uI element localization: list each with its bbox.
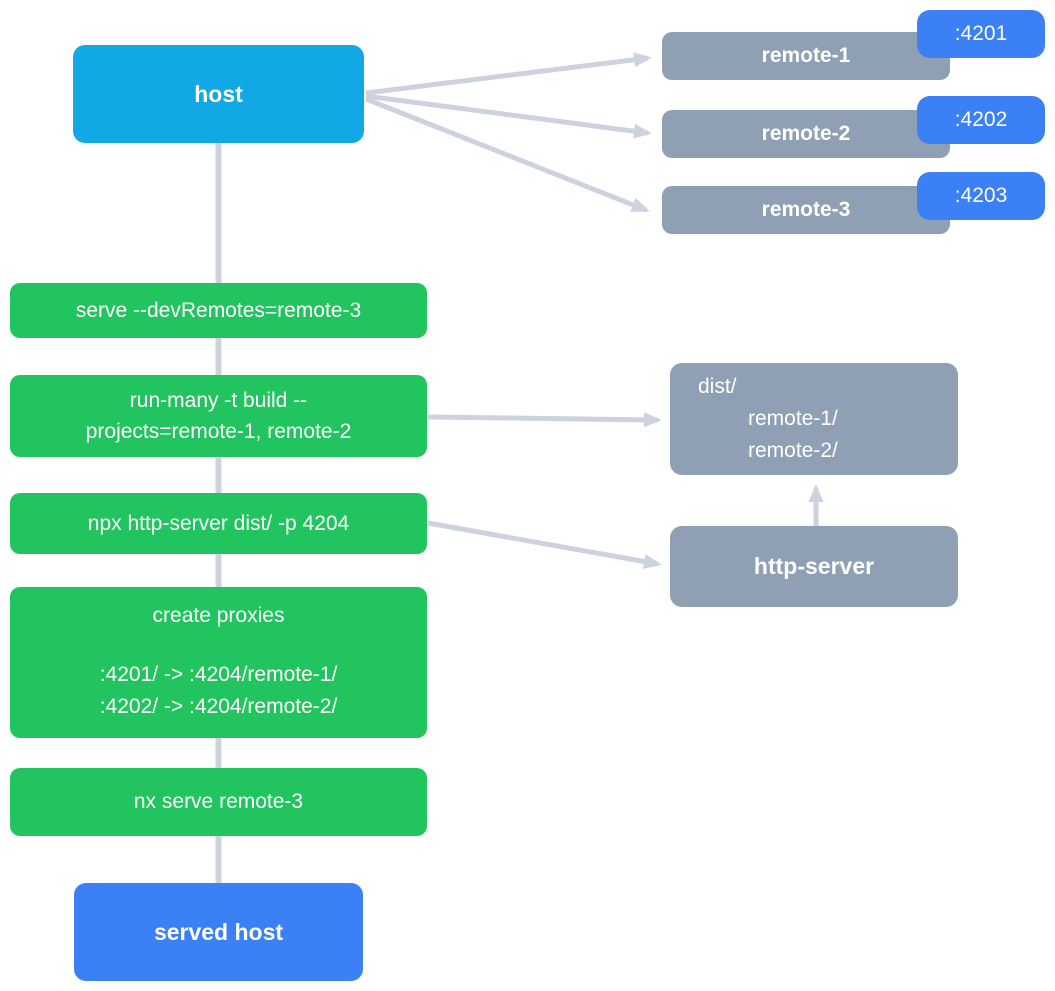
remote-3-node: remote-3 [662,186,950,234]
dist-child-remote-1: remote-1/ [748,407,838,430]
arrow-host-remote-2 [365,93,652,139]
arrow-runmany-dist [427,412,662,428]
create-proxies-title: create proxies [152,604,285,627]
port-badge-4202: :4202 [917,96,1045,144]
arrow-host-remote-1 [365,52,652,96]
step-nx-serve-remote-3-node: nx serve remote-3 [10,768,427,836]
dist-root-label: dist/ [698,375,737,398]
arrow-npx-httpserver [427,520,662,569]
proxy-mapping-2: :4202/ -> :4204/remote-2/ [99,695,338,718]
run-many-line-2: projects=remote-1, remote-2 [85,420,352,443]
served-host-node: served host [74,883,363,981]
port-badge-4203: :4203 [917,172,1045,220]
step-serve-devremotes-node: serve --devRemotes=remote-3 [10,283,427,338]
run-many-line-1: run-many -t build -- [129,389,308,412]
dist-folder-node: dist/ remote-1/ remote-2/ [670,363,958,475]
remote-1-node: remote-1 [662,32,950,80]
dist-child-remote-2: remote-2/ [748,439,838,462]
http-server-node: http-server [670,526,958,607]
step-run-many-build-node: run-many -t build -- projects=remote-1, … [10,375,427,457]
step-npx-http-server-node: npx http-server dist/ -p 4204 [10,493,427,554]
remote-2-node: remote-2 [662,110,950,158]
arrow-host-remote-3 [365,96,650,213]
step-create-proxies-node: create proxies :4201/ -> :4204/remote-1/… [10,587,427,738]
host-node: host [73,45,364,143]
port-badge-4201: :4201 [917,10,1045,58]
proxy-mapping-1: :4201/ -> :4204/remote-1/ [99,663,338,686]
